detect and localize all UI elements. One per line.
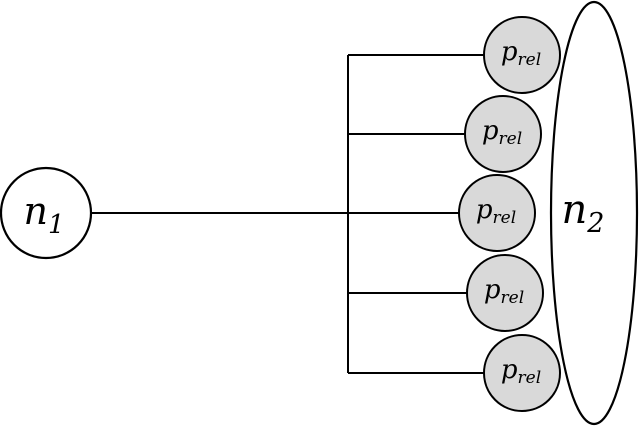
relay-node-2: prel <box>464 95 542 173</box>
relay-label-3: prel <box>476 195 516 228</box>
relay-circle-4 <box>466 254 544 332</box>
node-n1-circle <box>0 166 93 260</box>
relay-node-1: prel <box>483 16 561 94</box>
relay-label-2: prel <box>482 116 522 149</box>
relay-circle-2 <box>464 95 542 173</box>
relay-label-1: prel <box>501 37 541 70</box>
node-n1: n1 <box>0 166 93 260</box>
relay-circle-3 <box>458 174 536 252</box>
relay-label-5: prel <box>501 355 541 388</box>
relay-node-4: prel <box>466 254 544 332</box>
relay-nodes: prel prel prel prel prel <box>458 16 561 412</box>
relay-node-3: prel <box>458 174 536 252</box>
relay-circle-1 <box>483 16 561 94</box>
node-n1-label: n1 <box>23 189 64 240</box>
node-n2-label: n2 <box>562 187 605 239</box>
connection-lines <box>91 54 485 374</box>
relay-label-4: prel <box>484 275 524 308</box>
relay-node-5: prel <box>483 334 561 412</box>
relay-circle-5 <box>483 334 561 412</box>
node-n2-ellipse <box>549 0 639 426</box>
